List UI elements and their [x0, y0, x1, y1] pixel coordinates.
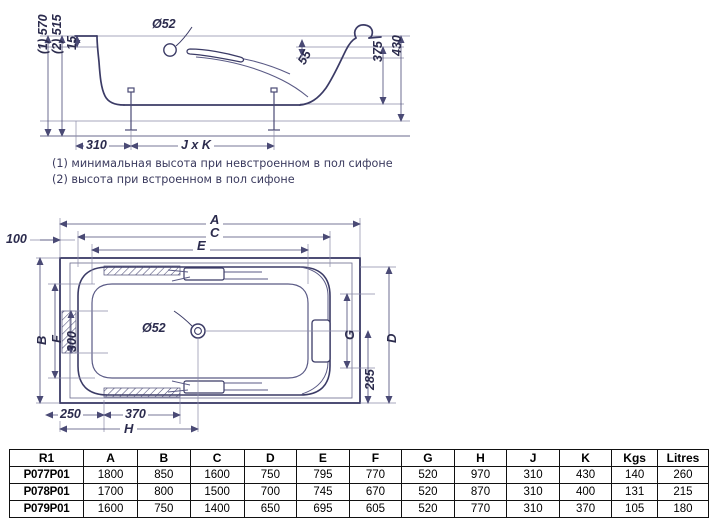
note-line-2: (2) высота при встроенном в пол сифоне: [52, 172, 295, 186]
table-row: P078P01 1700 800 1500 700 745 670 520 87…: [8, 483, 710, 501]
header-d: D: [243, 449, 298, 467]
plan-dim-F: F: [49, 335, 64, 343]
plan-dim-D: D: [384, 333, 399, 343]
cell-h: 970: [453, 466, 508, 484]
table-row: P077P01 1800 850 1600 750 795 770 520 97…: [8, 466, 710, 484]
cell-f: 670: [348, 483, 403, 501]
plan-dim-H: H: [120, 421, 138, 436]
plan-dim-250: 250: [58, 407, 83, 421]
plan-dim-B: B: [34, 335, 49, 345]
hatch-patch-bottom: [103, 387, 181, 398]
row-model: P078P01: [8, 483, 85, 501]
cell-g: 520: [401, 466, 455, 484]
support-legs: [125, 87, 280, 131]
grab-handle-plan-bottom: [167, 380, 268, 394]
cell-a: 1800: [83, 466, 139, 484]
plan-dim-E: E: [193, 238, 210, 253]
cell-h: 870: [453, 483, 508, 501]
header-c: C: [189, 449, 245, 467]
plan-view: [30, 218, 396, 433]
notes-block: (1) минимальная высота при невстроенном …: [52, 156, 432, 187]
hatch-patch-top: [103, 265, 181, 276]
cell-a: 1700: [83, 483, 139, 501]
cell-e: 795: [296, 466, 350, 484]
cell-h: 770: [453, 500, 508, 518]
dimensions-table: R1 A B C D E F G H J K Kgs Litres P077P0…: [8, 449, 710, 518]
cell-e: 745: [296, 483, 350, 501]
drain-elevation: [163, 26, 193, 57]
cell-b: 750: [137, 500, 191, 518]
cell-litres: 180: [656, 500, 710, 518]
cell-kgs: 131: [611, 483, 658, 501]
elevation-dim-375: 375: [371, 41, 385, 62]
plan-dim-285: 285: [363, 369, 377, 390]
plan-dim-370: 370: [123, 407, 148, 421]
plan-dim-G: G: [342, 329, 357, 340]
cell-k: 370: [558, 500, 613, 518]
cell-d: 750: [243, 466, 298, 484]
header-kgs: Kgs: [611, 449, 658, 467]
elevation-dim-310: 310: [84, 138, 109, 152]
cell-j: 310: [506, 500, 560, 518]
cell-e: 695: [296, 500, 350, 518]
cell-c: 1500: [189, 483, 245, 501]
header-litres: Litres: [656, 449, 710, 467]
cell-j: 310: [506, 466, 560, 484]
cell-c: 1600: [189, 466, 245, 484]
plan-dim-A: A: [206, 212, 224, 227]
elevation-dim-430: 430: [390, 35, 404, 56]
cell-j: 310: [506, 483, 560, 501]
cell-c: 1400: [189, 500, 245, 518]
row-model: P079P01: [8, 500, 85, 518]
header-k: K: [558, 449, 613, 467]
header-g: G: [401, 449, 455, 467]
cell-f: 770: [348, 466, 403, 484]
cell-litres: 260: [656, 466, 710, 484]
elevation-dim-jxk: J x K: [178, 138, 214, 152]
plan-drain-label: Ø52: [140, 321, 168, 335]
header-j: J: [506, 449, 560, 467]
drawing-svg: [30, 24, 410, 433]
header-e: E: [296, 449, 350, 467]
cell-g: 520: [401, 500, 455, 518]
cell-d: 650: [243, 500, 298, 518]
elevation-drain-label: Ø52: [152, 17, 176, 31]
cell-k: 400: [558, 483, 613, 501]
elevation-dim-570: (1) 570: [36, 14, 50, 54]
cell-d: 700: [243, 483, 298, 501]
cell-g: 520: [401, 483, 455, 501]
overflow-channel: [299, 266, 331, 395]
table-header-row: R1 A B C D E F G H J K Kgs Litres: [8, 449, 710, 467]
row-model: P077P01: [8, 466, 85, 484]
cell-litres: 215: [656, 483, 710, 501]
note-line-1: (1) минимальная высота при невстроенном …: [52, 157, 393, 170]
plan-dim-100: 100: [6, 232, 27, 246]
elevation-dim-515: (2) 515: [50, 14, 64, 54]
drain-plan: [173, 310, 360, 398]
cell-b: 850: [137, 466, 191, 484]
plan-dim-C: C: [206, 225, 224, 240]
grab-handle-plan-top: [167, 267, 268, 282]
table-row: P079P01 1600 750 1400 650 695 605 520 77…: [8, 500, 710, 518]
elevation-dim-15: 15: [65, 36, 79, 50]
cell-f: 605: [348, 500, 403, 518]
header-h: H: [453, 449, 508, 467]
header-a: A: [83, 449, 139, 467]
cell-b: 800: [137, 483, 191, 501]
grab-handle-elevation: [186, 48, 245, 63]
cell-a: 1600: [83, 500, 139, 518]
technical-drawing-canvas: (1) 570 (2) 515 15 55 375 430 310 J x K …: [6, 14, 432, 436]
cell-kgs: 140: [611, 466, 658, 484]
plan-dim-300: 300: [65, 331, 79, 352]
header-b: B: [137, 449, 191, 467]
cell-k: 430: [558, 466, 613, 484]
tub-outline: [59, 257, 361, 404]
header-r1: R1: [8, 449, 85, 467]
cell-kgs: 105: [611, 500, 658, 518]
elevation-view: [40, 24, 410, 150]
header-f: F: [348, 449, 403, 467]
